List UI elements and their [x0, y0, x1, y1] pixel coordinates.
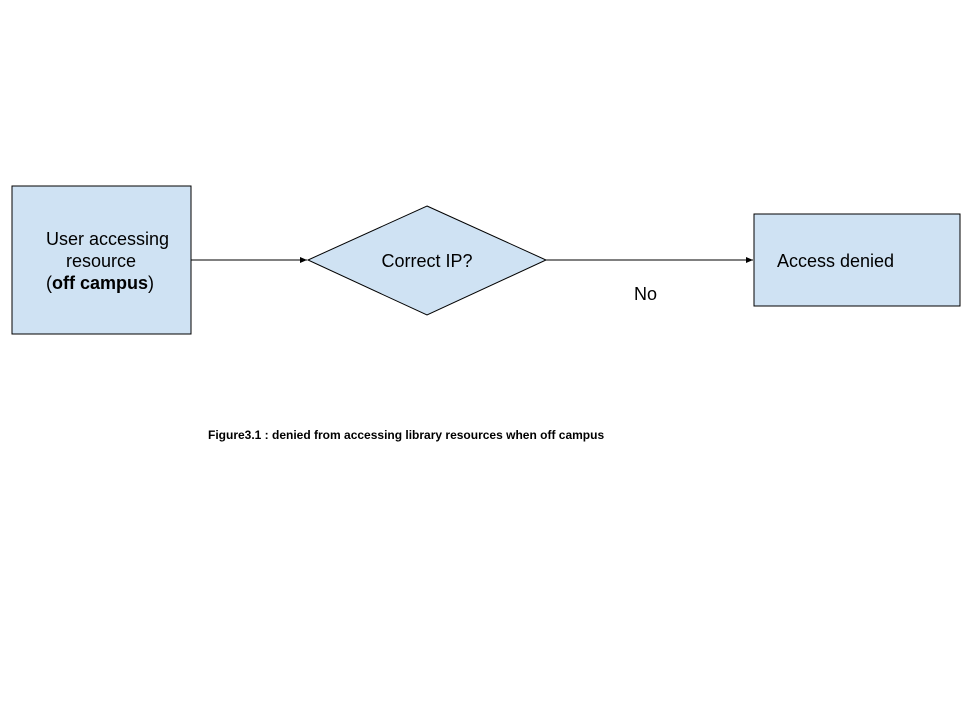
edge-label-no: No: [634, 284, 658, 304]
user-node-label: User accessing resource (off campus): [12, 228, 192, 294]
user-node-line1: User accessing: [46, 229, 170, 249]
access-denied-label: Access denied: [777, 251, 895, 271]
off-campus-bold-text: off campus: [52, 273, 149, 293]
decision-diamond: [306, 205, 548, 316]
close-paren: ): [148, 273, 155, 293]
access-denied-node-box: [753, 213, 961, 307]
user-node-line3: (off campus): [12, 272, 192, 294]
figure-caption: Figure3.1 : denied from accessing librar…: [208, 428, 605, 442]
user-node-box: [11, 185, 192, 335]
open-paren: (: [46, 273, 52, 293]
decision-label: Correct IP?: [381, 251, 473, 271]
user-node-line2: resource: [66, 251, 137, 271]
